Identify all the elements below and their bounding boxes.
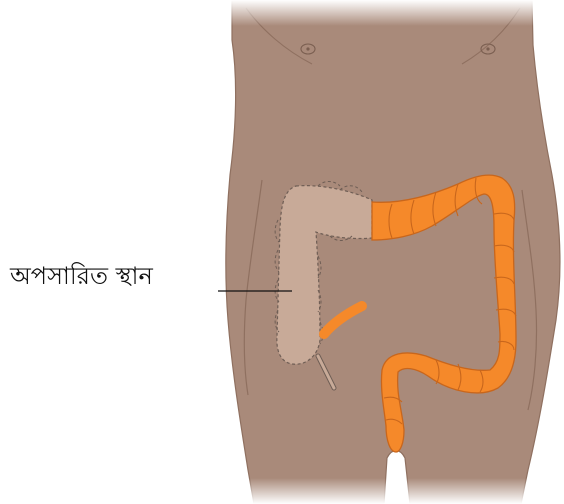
removed-area-label: অপসারিত স্থান — [10, 262, 200, 290]
